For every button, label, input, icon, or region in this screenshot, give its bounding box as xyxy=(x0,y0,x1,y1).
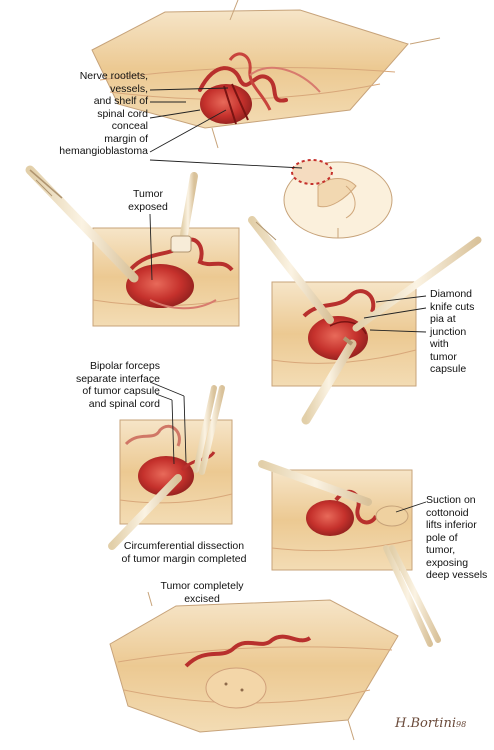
artist-signature: H.Bortini98 xyxy=(395,716,466,731)
signature-name: H.Bortini xyxy=(395,716,456,731)
panel-bipolar-forceps xyxy=(108,385,233,550)
label-nerve-rootlets: Nerve rootlets, vessels, and shelf of sp… xyxy=(59,70,148,157)
label-suction-cottonoid: Suction on cottonoid lifts inferior pole… xyxy=(426,494,488,581)
label-diamond-knife: Diamond knife cuts pia at junction with … xyxy=(430,288,475,375)
label-circumferential-dissection: Circumferential dissection of tumor marg… xyxy=(121,540,247,565)
panel-tumor-exposed xyxy=(25,165,240,327)
panel-cross-section xyxy=(283,159,393,239)
label-bipolar-forceps: Bipolar forceps separate interface of tu… xyxy=(75,360,160,410)
leader-lines xyxy=(149,87,427,513)
signature-year: 98 xyxy=(455,720,467,729)
label-tumor-excised: Tumor completely excised xyxy=(160,580,244,605)
label-tumor-exposed: Tumor exposed xyxy=(128,188,168,213)
panel-suction-cottonoid xyxy=(258,460,441,647)
panel-diamond-knife xyxy=(248,216,482,425)
panel-tumor-excised xyxy=(109,591,399,741)
panel-top-exposure xyxy=(91,0,441,149)
